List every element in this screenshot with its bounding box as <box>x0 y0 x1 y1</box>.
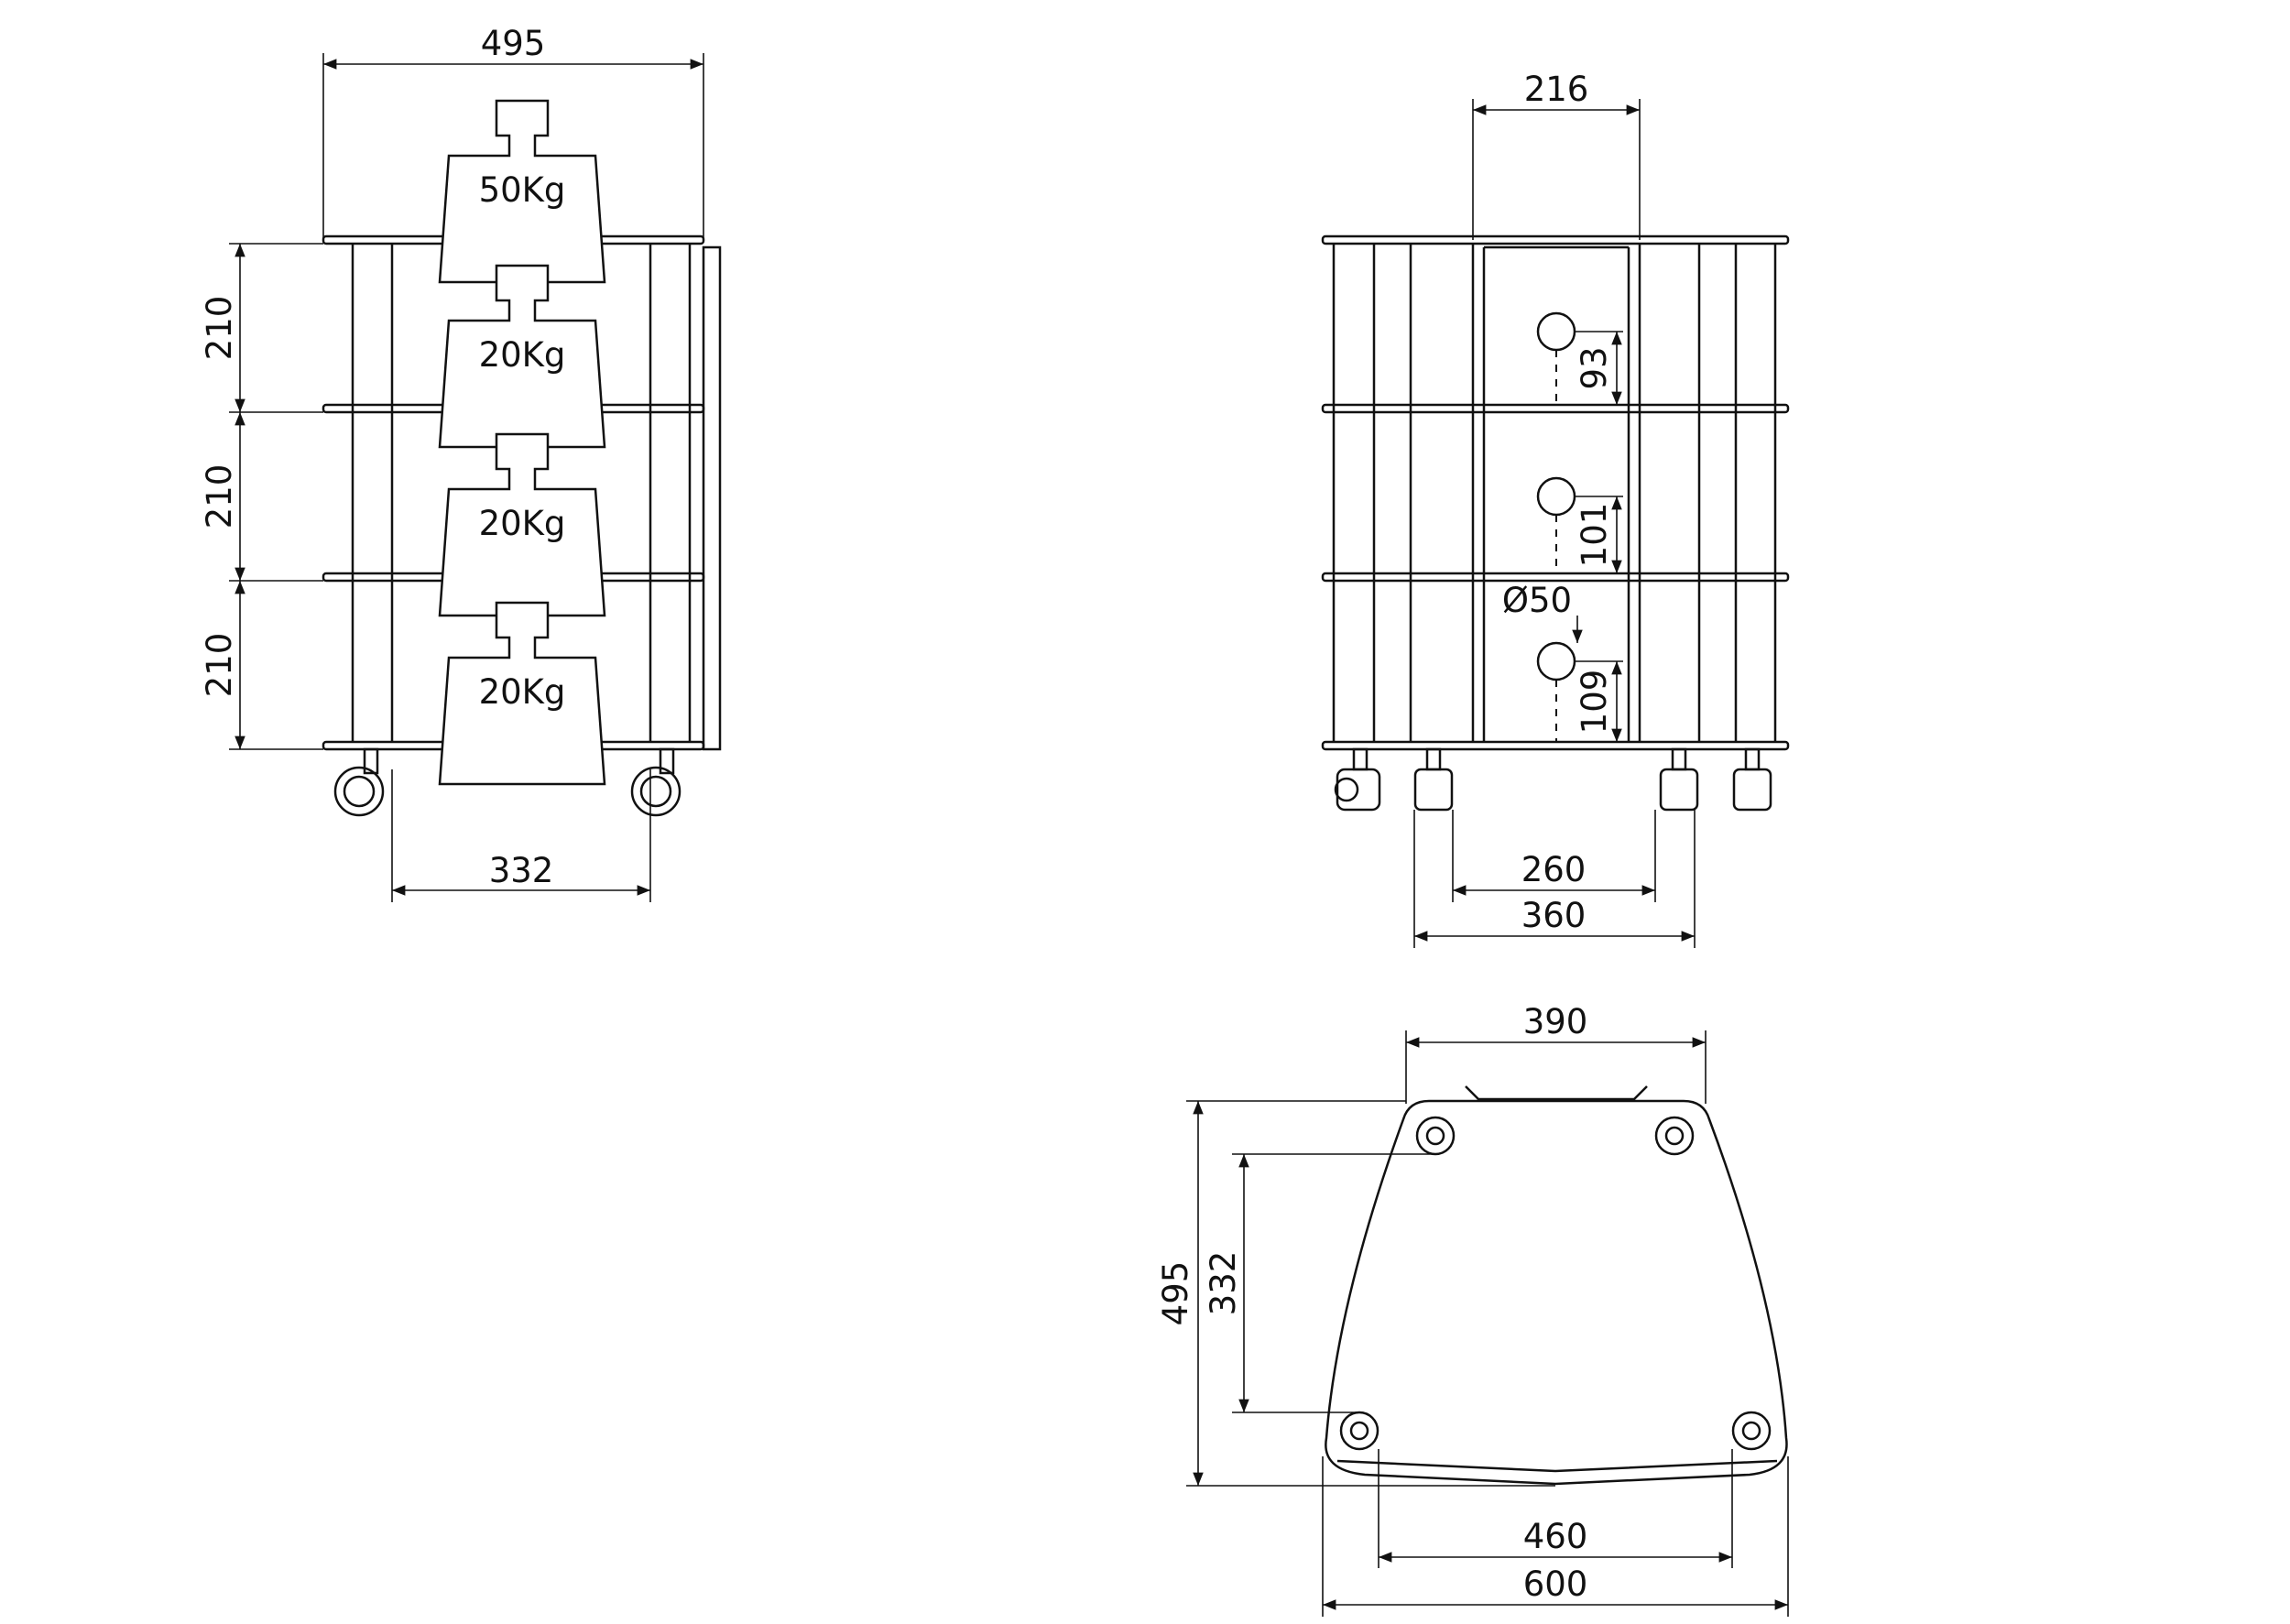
dim-shelf-height-1: 210 <box>200 296 239 361</box>
dim-hole-offset-3: 109 <box>1575 670 1614 735</box>
dim-shelf-height-3: 210 <box>200 633 239 698</box>
dim-shelf-height-2: 210 <box>200 464 239 529</box>
dim-post-depth: 332 <box>1204 1251 1243 1316</box>
front-view: 216 93 101 109 Ø50 <box>1321 70 1790 948</box>
dim-hole-offset-1: 93 <box>1575 346 1614 389</box>
caster-icon-front-2 <box>1413 747 1454 812</box>
shelf-outline <box>1325 1099 1788 1486</box>
caster-icon-right <box>630 747 682 817</box>
dim-top-width: 495 <box>481 24 546 63</box>
dim-front-width: 600 <box>1523 1564 1588 1604</box>
cable-hole-3 <box>1536 641 1576 681</box>
dim-back-width: 390 <box>1523 1002 1588 1041</box>
top-view: 390 495 332 460 <box>1156 1002 1789 1617</box>
dim-depth: 495 <box>1156 1261 1195 1326</box>
foot-icon-back-left <box>1415 1116 1456 1156</box>
dim-inner-wheel-span: 260 <box>1521 850 1587 889</box>
load-shelf-1: 20Kg <box>479 335 566 375</box>
caster-icon-left <box>333 747 385 817</box>
caster-icon-front-4 <box>1732 747 1772 812</box>
foot-icon-back-right <box>1654 1116 1695 1156</box>
load-shelf-2: 20Kg <box>479 504 566 543</box>
dim-hole-offset-2: 101 <box>1575 503 1614 568</box>
load-shelf-3: 20Kg <box>479 672 566 712</box>
caster-icon-front-1 <box>1334 747 1381 812</box>
dim-hole-diameter: Ø50 <box>1502 581 1572 620</box>
cable-hole-1 <box>1536 311 1576 352</box>
caster-icon-front-3 <box>1659 747 1699 812</box>
foot-icon-front-right <box>1731 1411 1772 1451</box>
foot-icon-front-left <box>1339 1411 1379 1451</box>
cable-hole-2 <box>1536 476 1576 517</box>
dim-caster-span: 332 <box>489 851 554 890</box>
side-view: 495 210 210 210 50Kg 20Kg 20Kg 20Kg <box>200 24 722 902</box>
dim-outer-wheel-span: 360 <box>1521 896 1587 935</box>
load-top: 50Kg <box>479 170 566 210</box>
dim-post-span: 460 <box>1523 1517 1588 1556</box>
dim-column-width: 216 <box>1524 70 1589 109</box>
